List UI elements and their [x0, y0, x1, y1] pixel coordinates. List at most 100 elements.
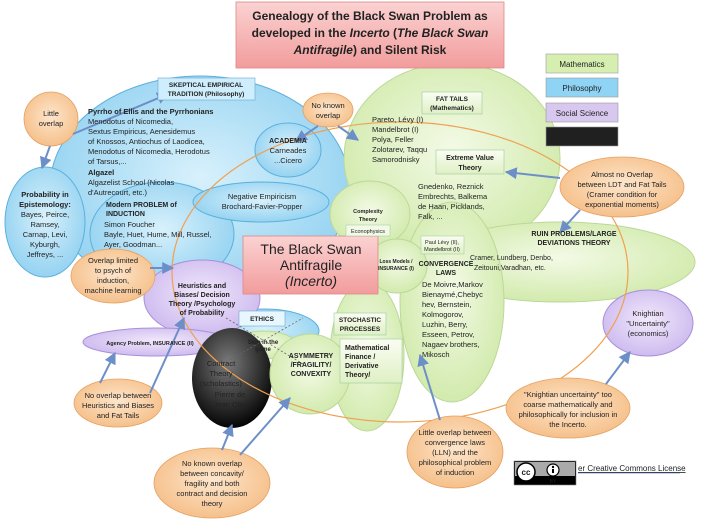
prob-epi-title-1: Probability in: [21, 190, 69, 199]
fat-tails-header: [421, 91, 483, 115]
by-label: BY: [550, 479, 557, 485]
note-little-convergence: [406, 415, 504, 489]
heuristics-line-0: Heuristics and: [178, 283, 226, 290]
legend: Mathematics Philosophy Social Science Le…: [545, 53, 619, 147]
ruin-title-1: RUIN PROBLEMS/LARGE: [531, 231, 617, 238]
convergence-line-3: Kolmogorov,: [422, 310, 464, 319]
fat-tails-line-2: Polya, Feller: [372, 135, 414, 144]
modern-line-2: Ayer, Goodman...: [104, 240, 162, 249]
skeptical-line-0: Pyrrho of Ellis and the Pyrrhonians: [88, 107, 213, 116]
convergence-line-2: hev, Bernstein,: [422, 300, 471, 309]
ruin-line-1: Cramer, Lundberg, Denbo,: [470, 255, 553, 262]
convergence-line-1: Bienaymé,Chebyc: [422, 290, 483, 299]
convergence-line-5: Esseen, Petrov,: [422, 330, 474, 339]
skeptical-title-2: TRADITION (Philosophy): [168, 91, 245, 98]
note-ldt-1: between LDT and Fat Tails: [578, 180, 667, 189]
note-no-known-1: overlap: [316, 111, 341, 120]
convergence-line-4: Luzhin, Berry,: [422, 320, 468, 329]
skeptical-line-1: Menodotus of Nicomedia,: [88, 117, 173, 126]
finance-box: [339, 338, 403, 384]
note-knightian-coarse: [505, 377, 631, 439]
prob-epi-line-2: Carnap, Levi,: [23, 230, 68, 239]
note-concavity-3: contract and decision: [177, 489, 248, 498]
evt-title-1: Extreme Value: [446, 155, 494, 162]
note-knightian-coarse-1: coarse mathematically and: [523, 400, 612, 409]
title-line-1: Genealogy of the Black Swan Problem as: [252, 9, 488, 23]
complexity-title-1: Complexity: [353, 209, 384, 215]
fat-tails-title-1: FAT TAILS: [436, 96, 469, 103]
prob-epi-line-1: Ramsey,: [30, 220, 59, 229]
skin-line-2: game: [255, 347, 271, 353]
finance-line-0: Mathematical: [345, 345, 389, 352]
note-overlap-limited: [70, 248, 156, 304]
note-no-known-0: No known: [311, 101, 344, 110]
asymmetry-line-1: /FRAGILITY/: [291, 362, 332, 369]
contract-theory-region: [192, 328, 272, 428]
note-concavity-4: theory: [202, 499, 223, 508]
title-line-3: Antifragile) and Silent Risk: [293, 43, 447, 57]
loss-models-title-1: Loss Models /: [379, 259, 413, 265]
negative-title: Negative Empiricism: [228, 192, 296, 201]
fat-tails-title-2: (Mathematics): [430, 105, 474, 112]
note-concavity: [153, 447, 271, 519]
fat-tails-line-4: Samorodnisky: [372, 155, 420, 164]
note-little-overlap-0: Little: [43, 109, 59, 118]
note-little-convergence-4: of induction: [436, 468, 474, 477]
knightian-region: [602, 289, 694, 357]
note-heuristics-fat-1: Heuristics and Biases: [82, 401, 154, 410]
modern-title-1: Modern PROBLEM of: [106, 202, 177, 209]
academia-title: ACADEMIA: [269, 138, 307, 145]
note-little-overlap: [23, 91, 79, 147]
cc-icon: cc: [522, 468, 531, 477]
evt-title-2: Theory: [458, 165, 481, 172]
prob-epi-line-0: Bayes, Peirce,: [21, 210, 69, 219]
paul-levy-box: [420, 235, 465, 255]
note-overlap-limited-1: to psych of: [95, 266, 132, 275]
note-little-overlap-1: overlap: [39, 119, 64, 128]
stochastic-header: [333, 312, 387, 336]
loss-models-title-2: INSURANCE (I): [378, 266, 414, 272]
prob-epi-title-2: Epistemology:: [19, 200, 71, 209]
contract-line-4: Jean Olivi: [214, 400, 247, 409]
arrows: [40, 92, 631, 456]
heuristics-line-1: Biases/ Decision: [174, 292, 230, 299]
center-box: [242, 235, 379, 295]
legend-philosophy: Philosophy: [562, 84, 601, 93]
note-concavity-0: No known overlap: [182, 459, 242, 468]
contract-line-2: (scholastics): [200, 379, 242, 388]
knightian-line-2: (economics): [628, 329, 669, 338]
evt-line-2: de Haan, Picklands,: [418, 202, 485, 211]
complexity-title-2: Theory: [359, 217, 378, 223]
skeptical-line-3: of Knossos, Antiochus of Laodicea,: [88, 137, 205, 146]
note-ldt-0: Almost no Overlap: [591, 170, 653, 179]
note-knightian-coarse-3: the Incerto.: [549, 420, 587, 429]
license-link[interactable]: er Creative Commons License: [578, 464, 686, 473]
heuristics-line-3: of Probability: [180, 310, 225, 317]
convergence-title-1: CONVERGENCE: [419, 261, 474, 268]
title-box: [235, 1, 505, 69]
prob-epi-line-3: Kyburgh,: [30, 240, 60, 249]
note-ldt-2: (Cramer condition for: [587, 190, 658, 199]
skeptical-line-4: Menodotus of Nicomedia, Herodotus: [88, 147, 210, 156]
contract-line-1: Theory: [209, 369, 233, 378]
title-line-2: developed in the Incerto (The Black Swan: [252, 26, 489, 40]
modern-line-1: Bayle, Huet, Hume, Mill, Russel,: [104, 230, 212, 239]
convergence-line-6: Nagaev brothers,: [422, 340, 480, 349]
legend-legal-theory: Legal Theory: [559, 133, 606, 142]
note-overlap-limited-2: induction,: [97, 276, 129, 285]
ruin-title-2: DEVIATIONS THEORY: [537, 240, 610, 247]
note-little-convergence-1: convergence laws: [425, 438, 485, 447]
academia-line-1: Carneades: [270, 146, 307, 155]
skeptical-line-5: of Tarsus,...: [88, 157, 127, 166]
stochastic-title-2: PROCESSES: [340, 326, 381, 333]
prob-epi-line-4: Jeffreys, ...: [27, 250, 64, 259]
fat-tails-line-1: Mandelbrot (I): [372, 125, 419, 134]
finance-line-3: Theory/: [345, 372, 370, 379]
cc-license-badge[interactable]: cc BY: [513, 460, 577, 486]
finance-line-1: Finance /: [345, 354, 375, 361]
note-little-convergence-0: Little overlap between: [419, 428, 492, 437]
evt-line-0: Gnedenko, Reznick: [418, 182, 484, 191]
algazel-title: Algazel: [88, 168, 114, 177]
note-ldt-3: exponential moments): [585, 200, 659, 209]
asymmetry-line-2: CONVEXITY: [291, 371, 332, 378]
